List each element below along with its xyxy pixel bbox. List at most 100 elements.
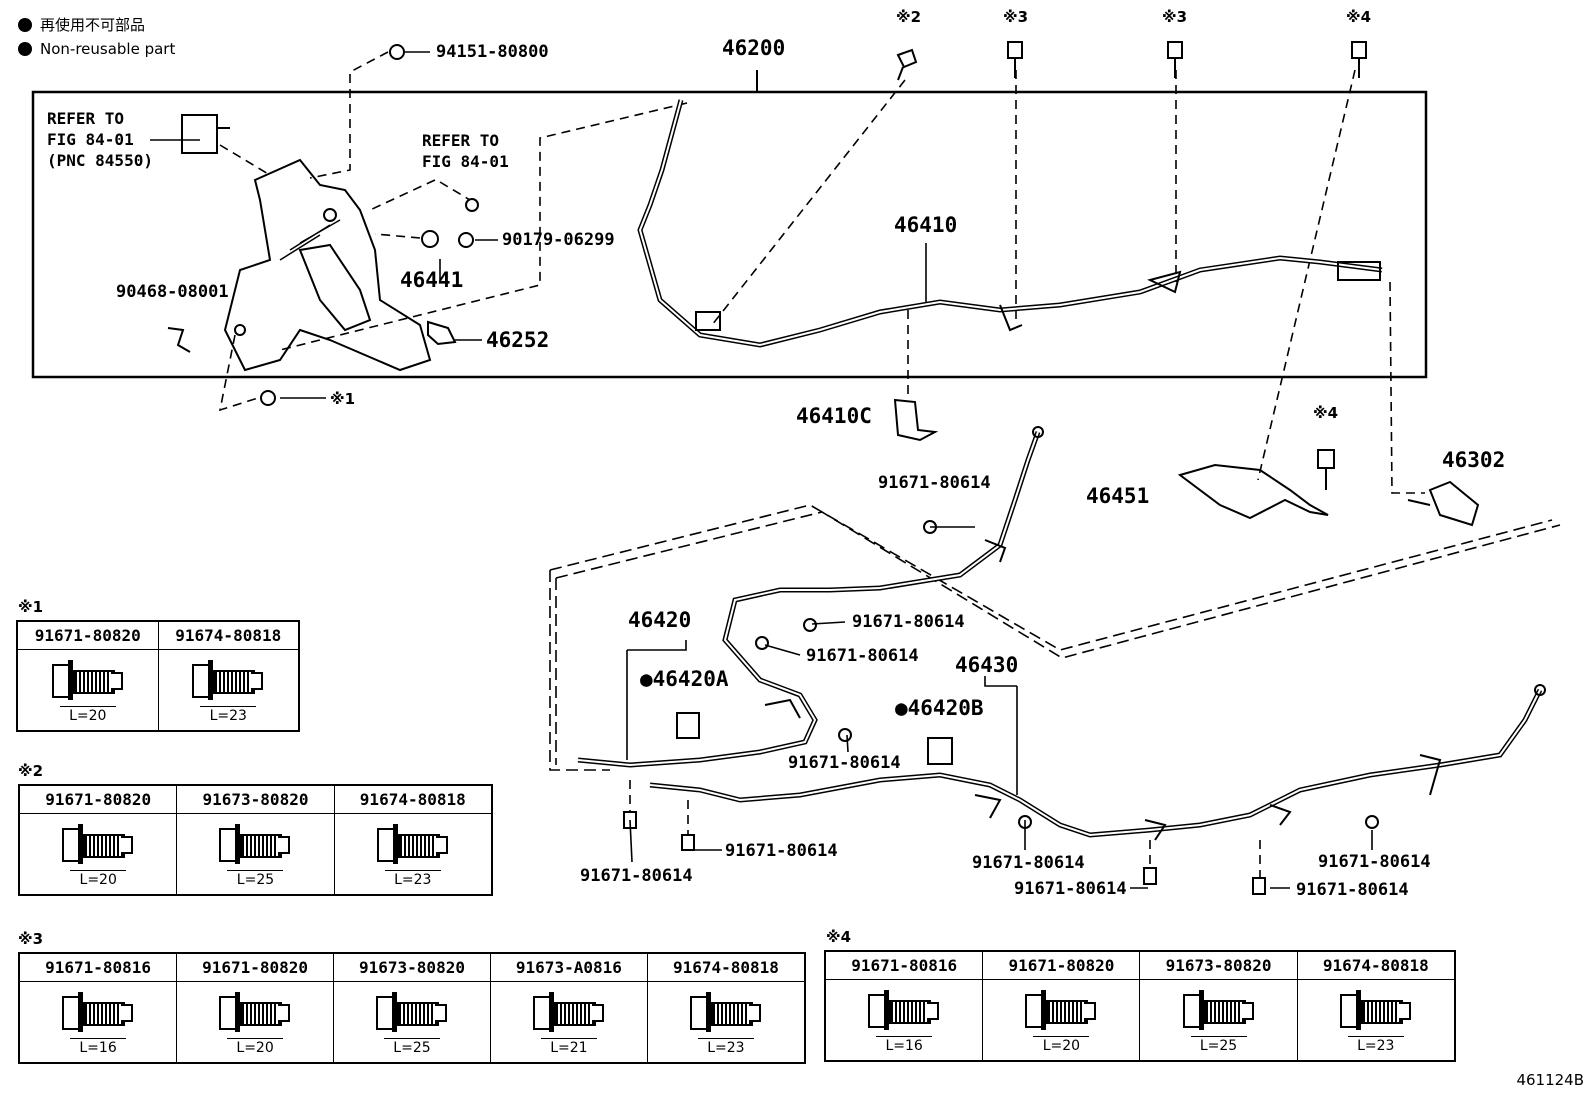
label-91671-80614-f[interactable]: 91671-80614: [580, 866, 693, 886]
table1-part-2: 91674-80818: [157, 620, 300, 650]
table3-length-3: L=25: [383, 1038, 440, 1056]
table2-length-3: L=23: [384, 870, 441, 888]
table2-part-2: 91673-80820: [176, 784, 335, 814]
table2-bolt-3: L=23: [333, 813, 493, 896]
table3-note: ※3: [18, 930, 44, 948]
table4-part-1: 91671-80816: [824, 950, 984, 980]
table3-length-2: L=20: [227, 1038, 284, 1056]
label-91671-80614-d[interactable]: 91671-80614: [788, 753, 901, 773]
table4-bolt-2: L=20: [982, 979, 1141, 1062]
bolt-icon: [51, 660, 124, 702]
table2-length-2: L=25: [227, 870, 284, 888]
label-91671-80614-a[interactable]: 91671-80614: [878, 473, 991, 493]
table4-part-2: 91671-80820: [982, 950, 1141, 980]
grommet-46420B: [927, 737, 953, 765]
label-91671-80614-i[interactable]: 91671-80614: [1296, 880, 1409, 900]
bolt-icon: [219, 824, 291, 866]
table1-part-1: 91671-80820: [16, 620, 159, 650]
pad-46252: [427, 320, 457, 346]
label-91671-80614-b[interactable]: 91671-80614: [852, 612, 965, 632]
label-note4-a: ※4: [1346, 8, 1372, 26]
switch-84550: [181, 114, 218, 154]
rear-cable-46430: [649, 684, 1546, 841]
grommet-46420A: [676, 712, 700, 739]
table3-bolt-2: L=20: [176, 981, 335, 1064]
label-ref1-a: REFER TO: [47, 109, 125, 128]
label-note4-b: ※4: [1313, 404, 1339, 422]
bolt-icon: [689, 992, 762, 1034]
label-91671-80614-c[interactable]: 91671-80614: [806, 646, 919, 666]
fastener-table-1: 91671-80820 91674-80818 L=20 L=23: [16, 620, 300, 732]
bolt-icon: [219, 992, 291, 1034]
bolt-icon: [1182, 990, 1255, 1032]
label-ref2-b: FIG 84-01: [422, 152, 509, 171]
table1-length-2: L=23: [200, 706, 257, 724]
top-bolts: [896, 41, 1367, 81]
bolt-ref2: [465, 198, 479, 212]
table1-bolt-1: L=20: [16, 649, 159, 732]
label-94151-80800[interactable]: 94151-80800: [436, 42, 549, 62]
label-46451[interactable]: 46451: [1086, 484, 1150, 508]
rear-bolts: [623, 520, 1379, 895]
table3-bolt-5: L=23: [646, 981, 806, 1064]
legend-dot-icon: [18, 42, 32, 56]
table3-length-5: L=23: [697, 1038, 754, 1056]
table3-length-4: L=21: [540, 1038, 597, 1056]
label-ref1-c: (PNC 84550): [47, 151, 153, 170]
label-91671-80614-j[interactable]: 91671-80614: [1318, 852, 1431, 872]
bolt-icon: [868, 990, 940, 1032]
label-note3-a: ※3: [1003, 8, 1029, 26]
legend-english: Non-reusable part: [18, 40, 175, 58]
label-46252[interactable]: 46252: [486, 328, 550, 352]
table4-bolt-1: L=16: [824, 979, 984, 1062]
table4-part-4: 91674-80818: [1296, 950, 1456, 980]
label-46420A[interactable]: ●46420A: [640, 667, 729, 691]
table2-part-3: 91674-80818: [333, 784, 493, 814]
table4-length-4: L=23: [1347, 1036, 1404, 1054]
label-46420B[interactable]: ●46420B: [895, 696, 984, 720]
label-46420[interactable]: 46420: [628, 608, 692, 632]
table4-length-2: L=20: [1033, 1036, 1090, 1054]
label-90179-06299[interactable]: 90179-06299: [502, 230, 615, 250]
label-ref2-a: REFER TO: [422, 131, 500, 150]
nut-90179: [458, 232, 474, 248]
bracket-46410C: [893, 398, 939, 442]
label-90468-08001[interactable]: 90468-08001: [116, 282, 229, 302]
table3-part-5: 91674-80818: [646, 952, 806, 982]
bolt-46451: [1317, 449, 1335, 490]
bolt-icon: [532, 992, 605, 1034]
table2-bolt-2: L=25: [176, 813, 335, 896]
legend-japanese: 再使用不可部品: [18, 14, 145, 35]
table3-bolt-1: L=16: [18, 981, 178, 1064]
table4-length-3: L=25: [1190, 1036, 1247, 1054]
label-46430[interactable]: 46430: [955, 653, 1019, 677]
label-91671-80614-e[interactable]: 91671-80614: [725, 841, 838, 861]
table1-bolt-2: L=23: [157, 649, 300, 732]
label-46410[interactable]: 46410: [894, 213, 958, 237]
label-91671-80614-g[interactable]: 91671-80614: [972, 853, 1085, 873]
clip-90468: [167, 327, 191, 353]
bushing-46441: [421, 230, 439, 248]
bolt-icon: [1025, 990, 1097, 1032]
illustration-code: 461124B: [1516, 1071, 1584, 1089]
fastener-table-2: 91671-80820 91673-80820 91674-80818 L=20…: [18, 784, 493, 896]
label-91671-80614-h[interactable]: 91671-80614: [1014, 879, 1127, 899]
table2-part-1: 91671-80820: [18, 784, 178, 814]
legend-english-text: Non-reusable part: [40, 40, 176, 58]
table4-part-3: 91673-80820: [1139, 950, 1298, 980]
table3-part-1: 91671-80816: [18, 952, 178, 982]
table2-length-1: L=20: [70, 870, 127, 888]
label-46302[interactable]: 46302: [1442, 448, 1506, 472]
bolt-icon: [192, 660, 264, 702]
assembly-46200-frame: [31, 90, 1428, 379]
bolt-icon: [375, 992, 448, 1034]
label-46441[interactable]: 46441: [400, 268, 464, 292]
bolt-icon: [62, 992, 134, 1034]
front-cable-46410: [637, 99, 1383, 348]
bolt-icon: [1339, 990, 1412, 1032]
table4-note: ※4: [826, 928, 852, 946]
bolt-note1: [260, 390, 276, 406]
table3-length-1: L=16: [70, 1038, 127, 1056]
label-46410C[interactable]: 46410C: [796, 404, 872, 428]
label-46200[interactable]: 46200: [722, 36, 786, 60]
